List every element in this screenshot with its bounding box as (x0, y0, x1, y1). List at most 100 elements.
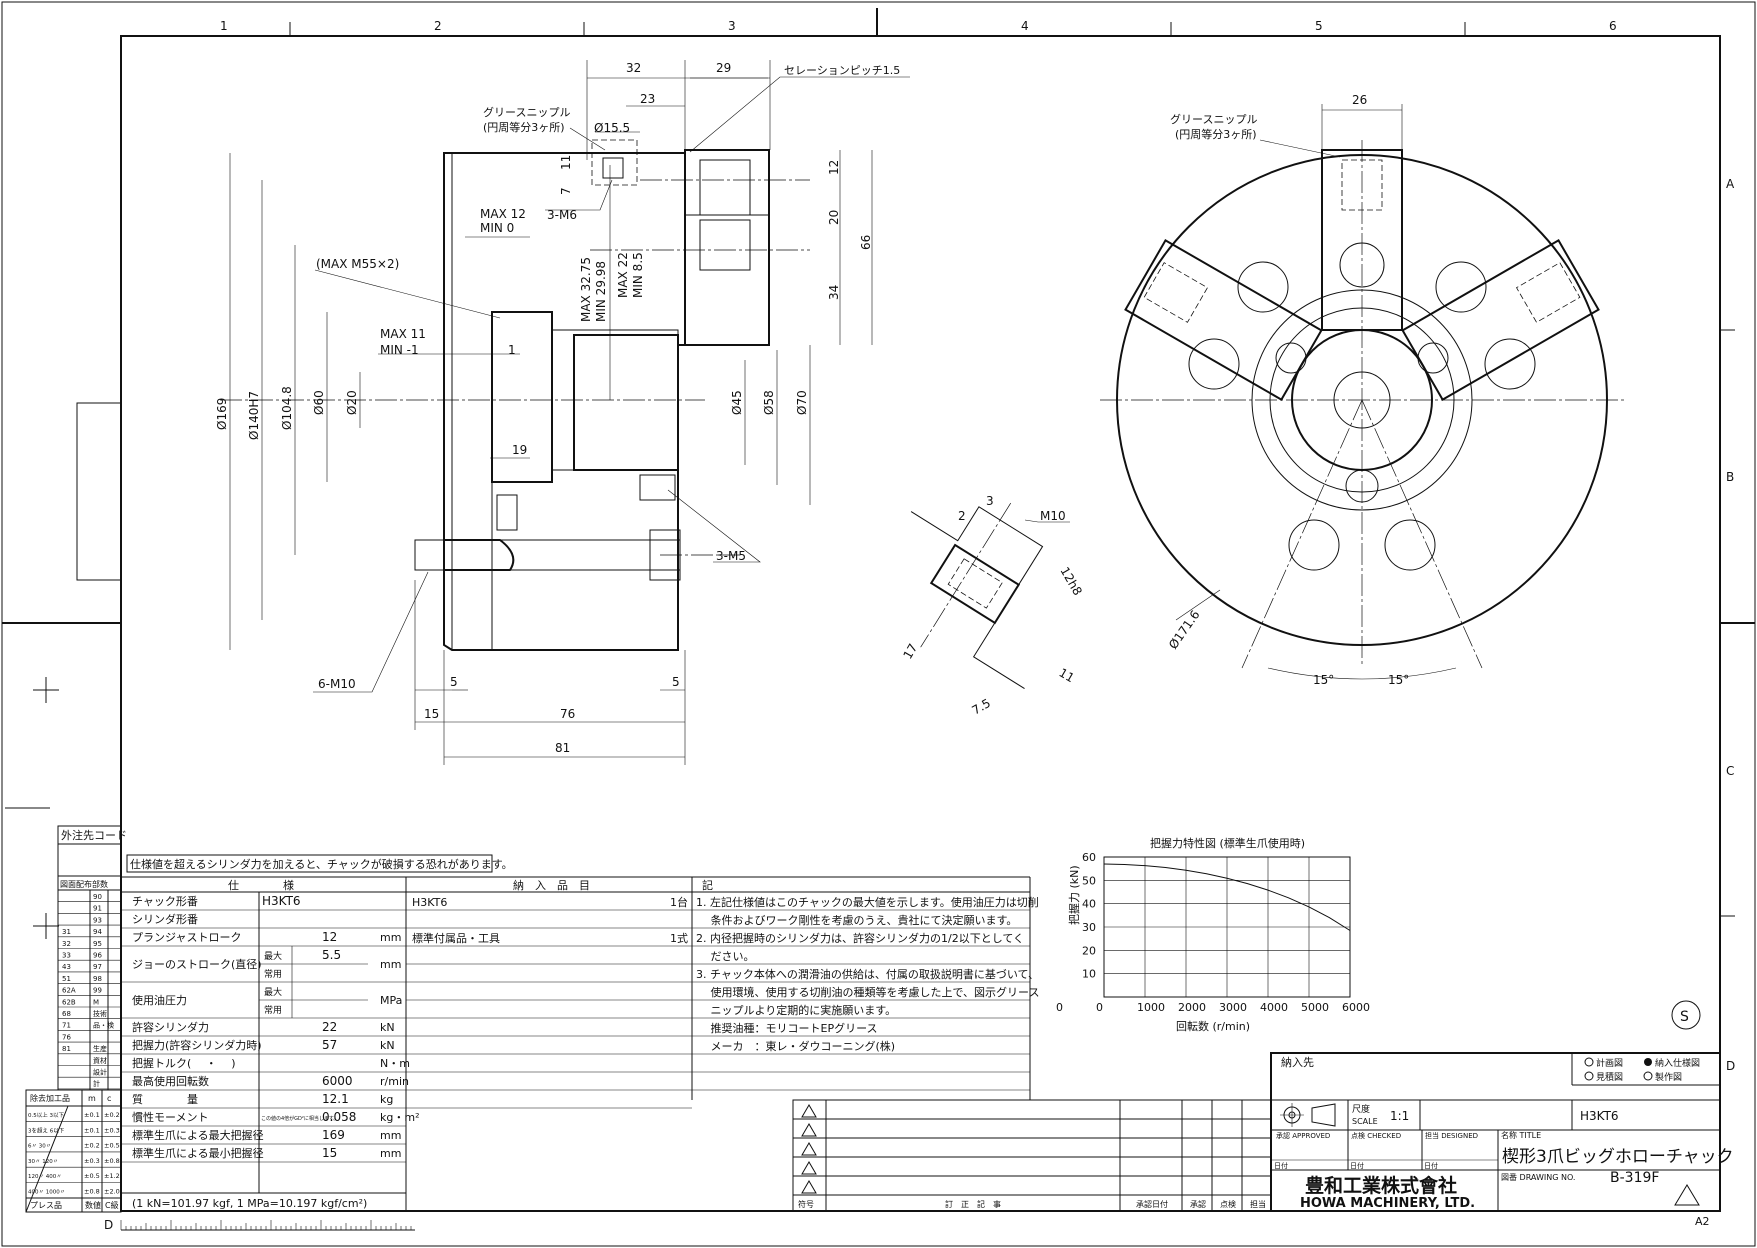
spec-unit: mm (380, 958, 401, 971)
spec-label: ジョーのストローク(直径) (132, 957, 262, 971)
item-qty: 1台 (670, 895, 688, 909)
inner-border (120, 35, 1721, 1212)
left-col-b: 設計 (93, 1068, 107, 1077)
tol-range: 0.5以上 3以下 (28, 1111, 64, 1119)
svg-text:(MAX M55×2): (MAX M55×2) (316, 257, 399, 271)
item-qty: 1式 (670, 932, 688, 945)
tol-m: ±0.1 (84, 1111, 100, 1119)
note-line: 条件およびワーク剛性を考慮のうえ、貴社にて決定願います。 (696, 913, 1017, 927)
svg-text:符号: 符号 (798, 1199, 814, 1209)
chart-series-line (1103, 863, 1351, 931)
svg-text:Ø60: Ø60 (312, 390, 326, 415)
note-line: ださい。 (696, 950, 755, 963)
chart-ytick: 50 (1082, 874, 1096, 887)
spec-label: チャック形番 (132, 895, 198, 908)
spec-unit: MPa (380, 994, 402, 1007)
svg-text:MAX 22: MAX 22 (616, 252, 630, 298)
tol-range: 6〃 30〃 (28, 1144, 51, 1150)
svg-text:15°: 15° (1313, 673, 1334, 687)
detail-view-dims: M10 2 3 12h8 17 11 7.5 (900, 494, 1084, 718)
note-line: 2. 内径把握時のシリンダ力は、許容シリンダ力の1/2以下としてく (696, 931, 1024, 945)
svg-text:C級: C級 (105, 1200, 119, 1210)
row-label-d-bottom: D (104, 1218, 113, 1232)
spec-label: 慣性モーメント (132, 1110, 209, 1124)
svg-text:数値: 数値 (85, 1200, 101, 1210)
spec-label: プランジャストローク (132, 931, 241, 944)
spec-unit: mm (380, 931, 401, 944)
spec-value: 12 (322, 930, 337, 944)
svg-text:c: c (107, 1094, 111, 1103)
svg-text:3-M5: 3-M5 (716, 549, 746, 563)
svg-text:MIN -1: MIN -1 (380, 343, 419, 357)
tol-c: ±0.2 (104, 1111, 120, 1119)
svg-text:7: 7 (559, 187, 573, 195)
left-col-a: 62A (62, 987, 76, 995)
col-label-4: 4 (1021, 19, 1029, 33)
detail-view (910, 502, 1044, 689)
left-col-b: 95 (93, 940, 102, 948)
svg-text:計画図: 計画図 (1596, 1057, 1623, 1069)
spec-unit: mm (380, 1147, 401, 1160)
svg-text:MAX 32.75: MAX 32.75 (579, 257, 593, 322)
left-table: 外注先コード 図面配布部数 (57, 825, 127, 1090)
spec-value: 169 (322, 1128, 345, 1142)
svg-text:3-M6: 3-M6 (547, 208, 577, 222)
svg-text:19: 19 (512, 443, 527, 457)
svg-text:承認日付: 承認日付 (1136, 1199, 1168, 1209)
spec-value: 0.058 (322, 1110, 356, 1124)
chart-ytick: 10 (1082, 968, 1096, 981)
svg-text:5: 5 (672, 675, 680, 689)
svg-text:記: 記 (702, 878, 713, 892)
company-name-jp: 豊和工業株式會社 (1305, 1174, 1457, 1197)
spec-unit: kN (380, 1021, 395, 1034)
chart-xtick: 5000 (1301, 1001, 1329, 1014)
svg-text:尺度: 尺度 (1352, 1103, 1370, 1115)
svg-text:名称 TITLE: 名称 TITLE (1501, 1130, 1541, 1140)
svg-text:納入仕様図: 納入仕様図 (1655, 1057, 1700, 1069)
svg-text:グリースニップル: グリースニップル (483, 105, 570, 119)
chart-xtick: 0 (1096, 1001, 1103, 1014)
svg-text:66: 66 (859, 235, 873, 250)
revision-triangle (801, 1161, 817, 1175)
spec-unit: kg・m² (380, 1111, 419, 1124)
s-mark: S (1680, 1009, 1689, 1025)
svg-text:7.5: 7.5 (970, 696, 994, 718)
tol-m: ±0.3 (84, 1157, 100, 1165)
revision-triangles (801, 1104, 817, 1194)
left-col-a: 76 (62, 1033, 71, 1041)
tol-c: ±1.2 (104, 1172, 120, 1180)
left-col-b: M (93, 998, 99, 1006)
svg-text:Ø169: Ø169 (215, 398, 229, 430)
chart-ytick: 40 (1082, 898, 1096, 911)
svg-text:12h8: 12h8 (1057, 565, 1084, 598)
col-label-2: 2 (434, 19, 442, 33)
svg-text:Ø140H7: Ø140H7 (247, 391, 261, 440)
note-line: 使用環境、使用する切削油の種類等を考慮した上で、図示グリース (696, 985, 1040, 999)
chart-xlabel: 回転数 (r/min) (1176, 1020, 1250, 1033)
spec-value: 12.1 (322, 1092, 349, 1106)
svg-text:1:1: 1:1 (1390, 1109, 1409, 1123)
svg-text:MIN 0: MIN 0 (480, 221, 514, 235)
spec-label: 標準生爪による最大把握径 (132, 1128, 264, 1142)
spec-unit: r/min (380, 1075, 409, 1088)
spec-label: 質 量 (132, 1092, 198, 1106)
side-view (220, 60, 910, 765)
svg-text:11: 11 (1057, 665, 1077, 685)
chart-xtick: 2000 (1178, 1001, 1206, 1014)
model-number: H3KT6 (1580, 1109, 1619, 1123)
spec-label: 使用油圧力 (132, 993, 187, 1007)
revision-triangle (801, 1142, 817, 1156)
title-block: 納入先 計画図 納入仕様図 見積図 製作図 尺度 SCALE 1:1 H3KT6… (1270, 1000, 1734, 1228)
revision-triangle (801, 1123, 817, 1137)
chart-ylabel: 把握力 (kN) (1067, 865, 1081, 925)
note-line: 推奨油種：モリコートEPグリース (696, 1021, 878, 1035)
left-col-b: 94 (93, 928, 102, 936)
svg-text:(円周等分3ヶ所): (円周等分3ヶ所) (1175, 127, 1257, 141)
zone-labels: 1 2 3 4 5 6 A B C D D (104, 19, 1735, 1232)
svg-text:2: 2 (958, 509, 966, 523)
left-col-b: 生産 (93, 1044, 107, 1053)
item-name: H3KT6 (412, 896, 447, 909)
left-col-a: 43 (62, 963, 71, 971)
delivery-label: 納入先 (1281, 1056, 1314, 1069)
spec-sub2: 常用 (264, 968, 282, 980)
